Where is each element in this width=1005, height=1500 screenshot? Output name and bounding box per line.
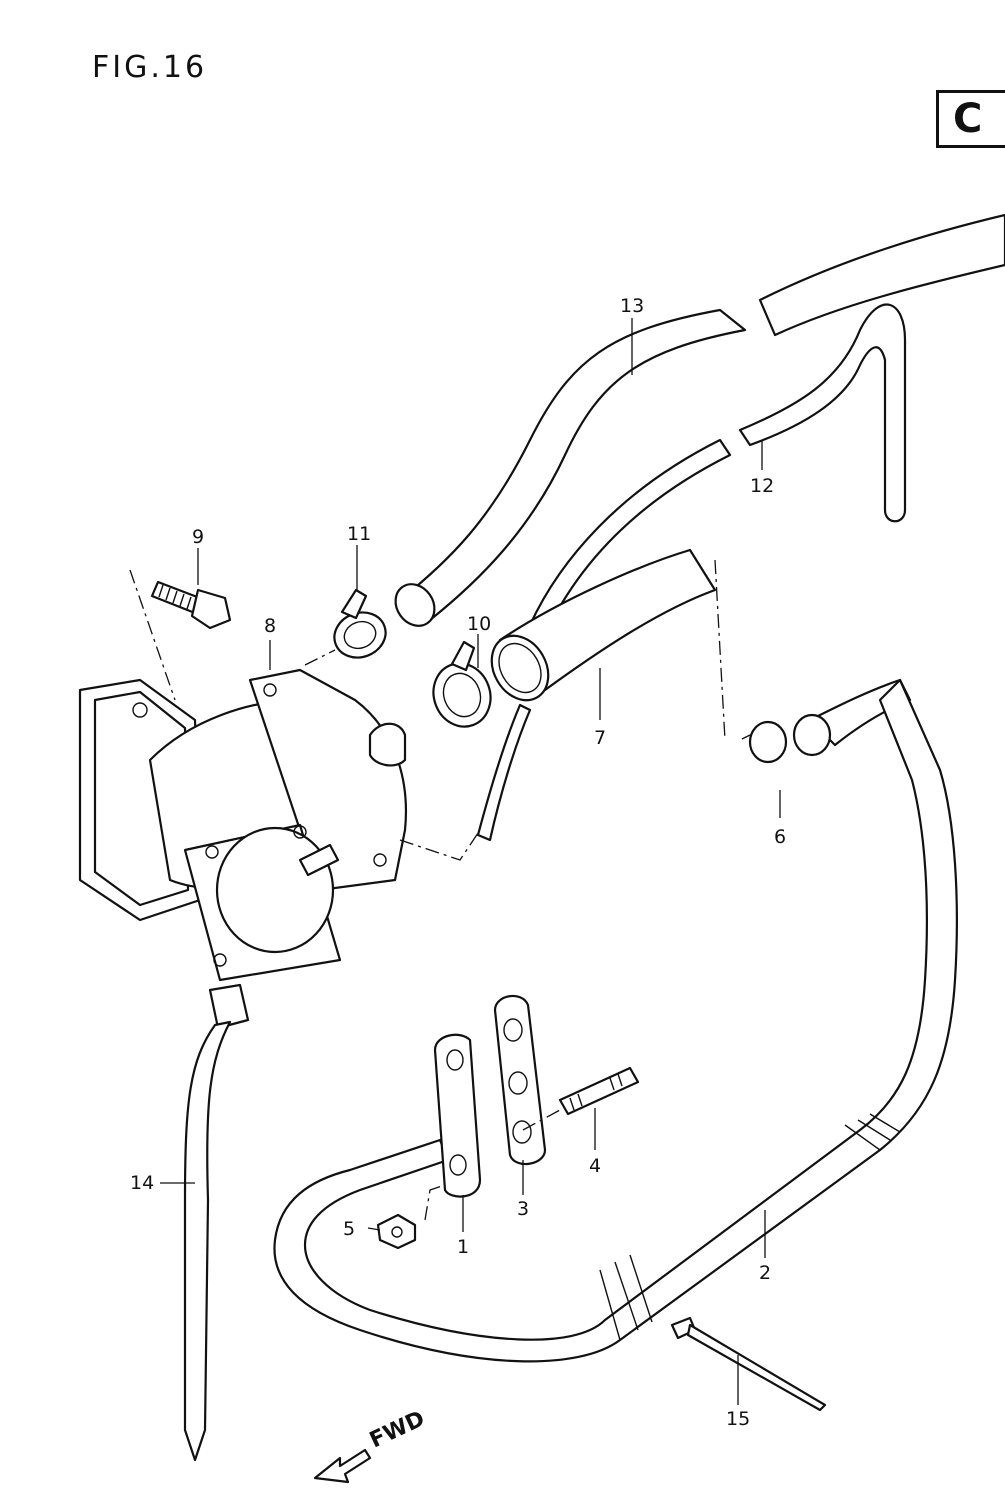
figure-title: FIG.16: [92, 50, 208, 85]
fwd-label: FWD: [366, 1406, 429, 1453]
hose-13[interactable]: [388, 213, 1005, 633]
tie-15[interactable]: [670, 1316, 827, 1412]
stud-leader: [522, 1109, 561, 1131]
callout-2: 2: [759, 1262, 771, 1284]
hose-12[interactable]: [528, 303, 907, 637]
pipe-2[interactable]: [273, 678, 958, 1363]
leader-lines: [160, 318, 781, 1405]
section-badge: C: [936, 90, 1005, 148]
nut-5[interactable]: [376, 1213, 417, 1250]
bracket-1[interactable]: [433, 1033, 482, 1198]
hose-7[interactable]: [480, 548, 717, 710]
gasket-3[interactable]: [493, 994, 547, 1166]
callout-5: 5: [343, 1218, 355, 1240]
clamp-10[interactable]: [425, 640, 500, 735]
clamp-11[interactable]: [328, 588, 392, 665]
tie-14[interactable]: [183, 983, 250, 1462]
callout-7: 7: [594, 727, 606, 749]
fwd-arrow-icon: [313, 1448, 372, 1484]
assembly-leader-clamp: [304, 649, 336, 666]
callout-3: 3: [517, 1198, 529, 1220]
callout-12: 12: [750, 475, 774, 497]
callout-1: 1: [457, 1236, 469, 1258]
callout-15: 15: [726, 1408, 750, 1430]
assembly-leader-left: [129, 569, 176, 701]
callout-8: 8: [264, 615, 276, 637]
cap-6[interactable]: [741, 720, 788, 764]
callout-9: 9: [192, 526, 204, 548]
stud-4[interactable]: [558, 1066, 640, 1116]
callout-4: 4: [589, 1155, 601, 1177]
callout-13: 13: [620, 295, 644, 317]
callout-11: 11: [347, 523, 371, 545]
callout-6: 6: [774, 826, 786, 848]
cap-leader: [714, 559, 726, 741]
bolt-9[interactable]: [150, 580, 232, 630]
pump-8[interactable]: [78, 668, 407, 982]
bracket-leader: [424, 1184, 446, 1221]
callout-labels: 13 12 9 11 10 8 7 6 4 3 1 5 2 14 15: [130, 295, 786, 1430]
small-pipe: [476, 703, 532, 842]
callout-10: 10: [467, 613, 491, 635]
fwd-indicator: FWD: [313, 1406, 429, 1484]
assembly-leader-right: [399, 829, 481, 861]
callout-14: 14: [130, 1172, 154, 1194]
